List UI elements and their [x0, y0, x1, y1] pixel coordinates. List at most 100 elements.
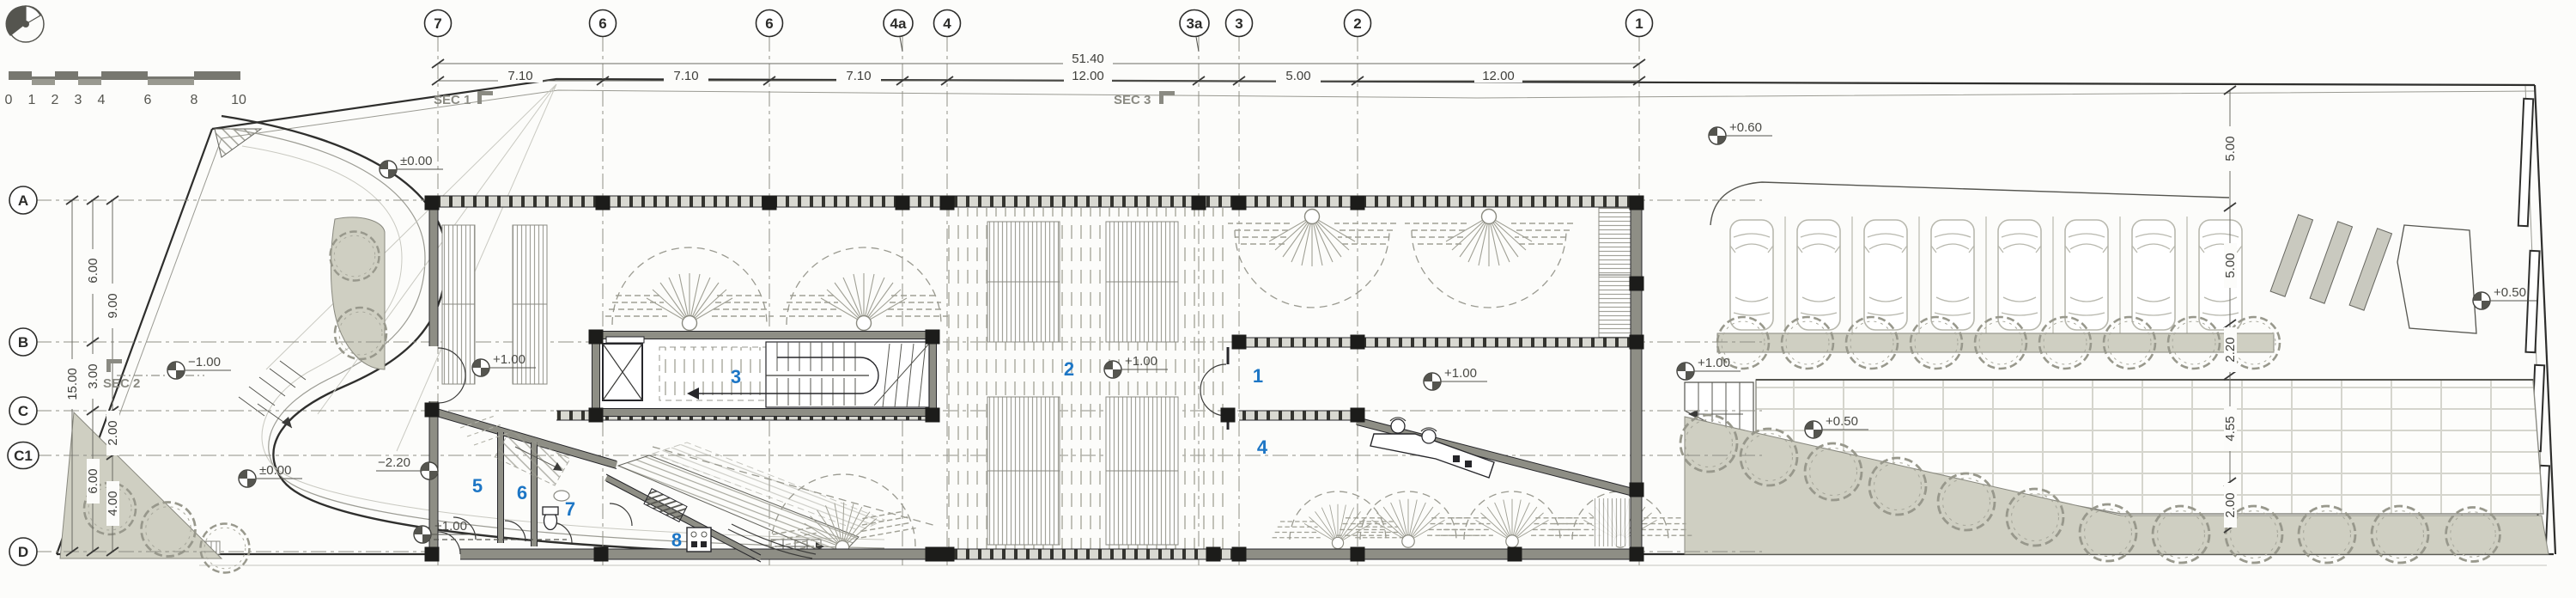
scale-label-2: 2: [52, 93, 59, 107]
room-number-2: 2: [1064, 358, 1074, 380]
dimensions-left: 15.00 6.00 3.00 6.00 9.00 2.00 4.00: [65, 195, 120, 557]
dim-right-3: 4.55: [2223, 416, 2238, 441]
dim-right-0: 5.00: [2223, 136, 2238, 161]
svg-text:C: C: [18, 403, 28, 419]
svg-text:+1.00: +1.00: [434, 519, 467, 534]
room-number-labels: 1 2 3 4 5 6 7 8: [472, 358, 1268, 551]
svg-text:3: 3: [1235, 15, 1242, 32]
dim-top-overall: 51.40: [1072, 52, 1104, 66]
parking-hedge: [1716, 333, 2275, 353]
grid-bubble-4: 4: [933, 9, 962, 38]
grid-bubble-2: 2: [1343, 9, 1372, 38]
grid-bubble-A: A: [9, 186, 38, 215]
corner-hatch-triangle: [214, 128, 263, 158]
level-marker: +0.60: [1708, 120, 1772, 145]
level-marker: −2.20: [376, 455, 439, 480]
dim-top-5: 12.00: [1482, 69, 1515, 83]
svg-text:−2.20: −2.20: [378, 455, 410, 470]
svg-text:+1.00: +1.00: [1444, 366, 1477, 381]
grid-bubbles: 7 6 6 4a 4 3a 3 2 1 A B C C1 D: [7, 9, 1654, 566]
grid-bubble-4a: 4a: [883, 9, 914, 52]
section-label-3: SEC 3: [1114, 93, 1151, 107]
kiosk-outline: [2397, 224, 2477, 334]
fan-seating-northeast: [1227, 207, 1634, 341]
fan-seating-north: [605, 247, 949, 332]
svg-text:±0.00: ±0.00: [259, 463, 291, 478]
svg-text:A: A: [18, 192, 28, 209]
svg-text:4: 4: [943, 15, 951, 32]
level-marker: ±0.00: [238, 463, 302, 488]
south-green-strip: [1684, 416, 2549, 555]
southeast-hatch-strip: [1594, 498, 1630, 546]
stair-core: [592, 331, 937, 417]
svg-text:+1.00: +1.00: [1125, 354, 1157, 369]
northeast-hatch-strip: [1598, 207, 1634, 341]
svg-text:4a: 4a: [890, 15, 907, 32]
room8-kitchen: [609, 487, 817, 559]
svg-text:2: 2: [1353, 15, 1361, 32]
ramp-stairs: [238, 360, 307, 429]
dim-top-0: 7.10: [507, 69, 532, 83]
svg-text:+0.50: +0.50: [1826, 414, 1858, 429]
scale-bar: 0 1 2 3 4 6 8 10: [5, 71, 246, 107]
svg-text:−1.00: −1.00: [188, 355, 221, 369]
section-markers: SEC 1 SEC 2 SEC 3: [103, 91, 1175, 391]
south-ramp: [617, 442, 937, 568]
svg-text:+1.00: +1.00: [493, 352, 526, 367]
room-number-3: 3: [731, 366, 741, 387]
svg-text:1: 1: [1635, 15, 1643, 32]
dim-left-cc1: 2.00: [106, 420, 120, 445]
grid-bubble-6a: 6: [588, 9, 617, 38]
svg-text:3a: 3a: [1187, 15, 1203, 32]
dim-left-total: 15.00: [65, 368, 80, 400]
room-number-7: 7: [565, 498, 575, 520]
level-marker: −1.00: [167, 355, 231, 380]
svg-text:±0.00: ±0.00: [400, 154, 432, 168]
dimensions-top: 51.40 7.10 7.10 7.10 12.00 5.00 12.00: [431, 52, 1646, 86]
hall-shelf-field: [945, 208, 1224, 550]
grid-bubble-D: D: [9, 537, 38, 566]
svg-text:6: 6: [765, 15, 773, 32]
svg-text:+0.50: +0.50: [2494, 285, 2526, 300]
fan-seating-southeast: [1271, 491, 1692, 550]
svg-text:+1.00: +1.00: [1698, 356, 1730, 370]
room-number-5: 5: [472, 475, 483, 497]
level-marker: +1.00: [413, 519, 477, 544]
scale-label-0: 0: [5, 93, 13, 107]
svg-text:6: 6: [598, 15, 606, 32]
level-marker: +1.00: [1103, 354, 1168, 379]
north-facade: [429, 196, 1642, 207]
scale-label-1: 1: [28, 93, 36, 107]
scale-label-3: 3: [75, 93, 82, 107]
level-marker: ±0.00: [379, 154, 443, 179]
u-stair: [687, 341, 930, 408]
east-plaza: [1679, 379, 2549, 564]
scale-label-4: 4: [98, 93, 106, 107]
grid-bubble-3: 3: [1224, 9, 1254, 38]
room-number-6: 6: [517, 482, 527, 503]
elevator: [602, 336, 645, 401]
level-marker: +0.50: [2472, 285, 2537, 310]
north-arrow-icon: [5, 5, 45, 43]
dim-right-2: 2.20: [2223, 337, 2238, 362]
angled-planters: [2269, 214, 2393, 311]
section-label-1: SEC 1: [434, 93, 471, 107]
grid-bubble-C1: C1: [7, 441, 39, 470]
building: [424, 195, 1692, 568]
west-vegetation: [59, 217, 388, 574]
dim-right-1: 5.00: [2223, 253, 2238, 278]
site-plan: 0 1 2 3 4 6 8 10: [5, 5, 2557, 574]
level-markers: ±0.00 −1.00 ±0.00 −2.20 +1.00 +1.00 +1.0…: [167, 120, 2537, 544]
section-label-2: SEC 2: [103, 376, 140, 391]
grid-bubble-7: 7: [423, 9, 453, 38]
dim-left-c1d: 4.00: [106, 491, 120, 516]
dim-top-2: 7.10: [846, 69, 871, 83]
parking-lot: [1710, 181, 2477, 370]
dim-right-4: 2.00: [2223, 492, 2238, 517]
dim-left-bc: 3.00: [86, 363, 100, 388]
dim-top-1: 7.10: [673, 69, 698, 83]
grid-bubble-3a: 3a: [1179, 9, 1210, 52]
svg-text:D: D: [18, 544, 28, 560]
svg-text:+0.60: +0.60: [1729, 120, 1762, 135]
dim-top-4: 5.00: [1285, 69, 1310, 83]
